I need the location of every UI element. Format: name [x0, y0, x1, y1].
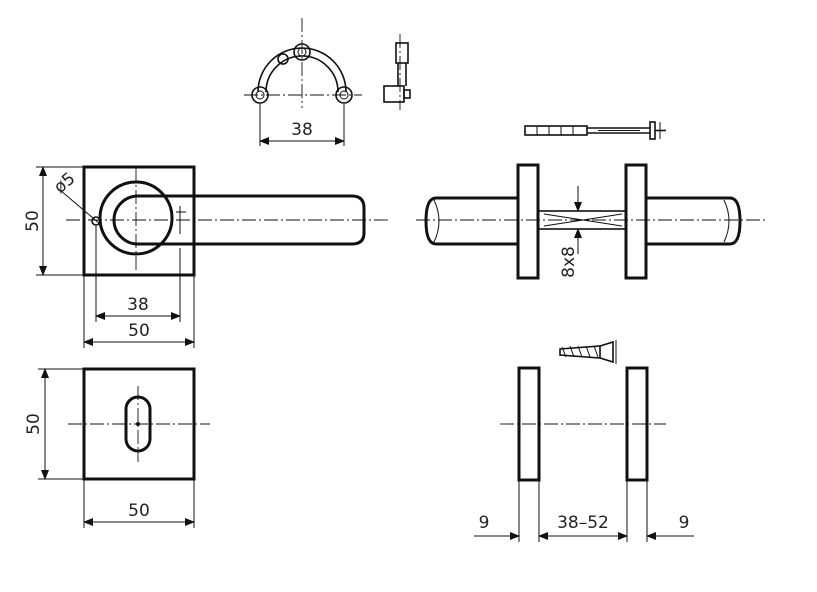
door-thickness-label: 38–52	[557, 513, 609, 533]
escutcheon-side-view: 9 38–52 9	[474, 340, 694, 542]
bracket-side-view	[383, 34, 411, 110]
escutcheon-height-label: 50	[24, 413, 44, 435]
escutcheon-width-label: 50	[128, 501, 150, 521]
left-plate-thickness-label: 9	[479, 513, 490, 533]
spindle-size-label: 8x8	[559, 246, 579, 278]
rose-width-label: 50	[128, 321, 150, 341]
hole-diameter-label: ø5	[50, 169, 79, 198]
handle-front-view: 50 ø5 38 50	[23, 165, 390, 348]
rose-inner-label: 38	[127, 295, 149, 315]
rose-height-label: 50	[23, 210, 43, 232]
escutcheon-front-view: 50 50	[24, 367, 210, 528]
dowel-screw	[524, 121, 666, 140]
top-bracket-span-label: 38	[291, 120, 313, 140]
handle-side-view: 8x8	[416, 163, 768, 280]
right-plate-thickness-label: 9	[679, 513, 690, 533]
top-bracket-view: 38	[244, 18, 362, 146]
